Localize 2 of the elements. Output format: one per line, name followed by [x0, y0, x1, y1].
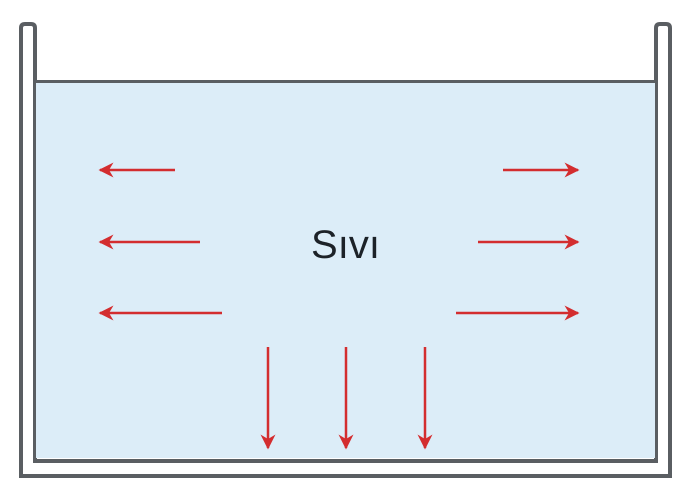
- liquid-region: [36, 80, 655, 458]
- liquid-label: Sıvı: [311, 223, 380, 268]
